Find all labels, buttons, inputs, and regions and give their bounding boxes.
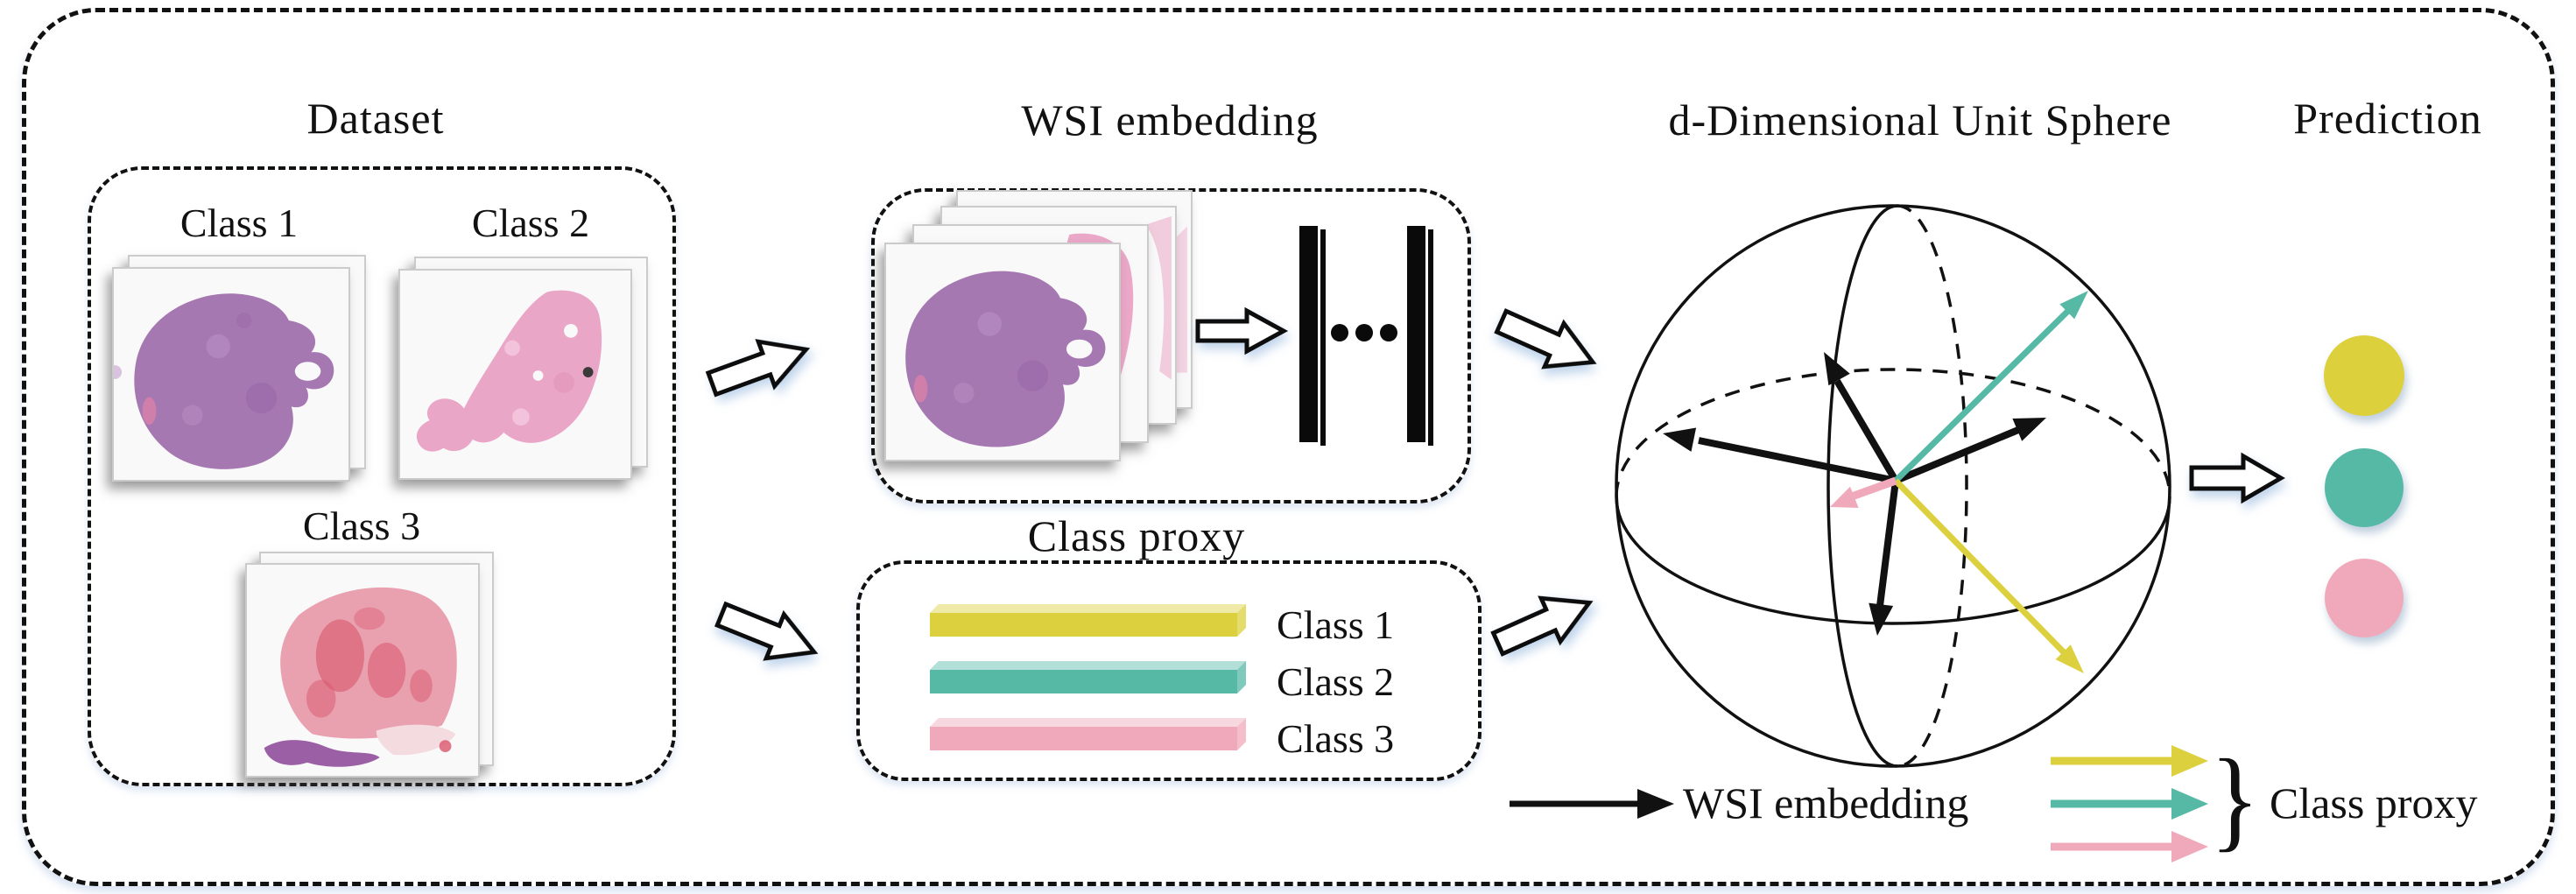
class-proxy-title: Class proxy <box>1027 511 1246 560</box>
dataset-box <box>88 166 676 786</box>
unit-sphere <box>1615 204 2171 768</box>
flow-arrow-dataset-to-proxy <box>714 601 819 661</box>
proxy-class3-label: Class 3 <box>1277 716 1395 761</box>
flow-arrow-embedding-to-sphere <box>1494 308 1597 370</box>
class1-prediction-dot <box>2324 335 2404 416</box>
prediction-title: Prediction <box>2293 94 2482 143</box>
class3-prediction-dot <box>2325 559 2404 637</box>
unit-sphere-title: d-Dimensional Unit Sphere <box>1668 95 2172 144</box>
wsi-front-tissue-image <box>905 271 1106 447</box>
equator-front <box>1615 496 2171 625</box>
dataset-title: Dataset <box>306 94 445 143</box>
legend-brace: } <box>2210 736 2260 862</box>
legend-class3-arrow-icon <box>2051 831 2208 862</box>
wsi-page3-tissue <box>1145 215 1172 380</box>
class-proxy-box <box>856 560 1482 781</box>
legend-wsi-arrow-icon <box>1510 789 1674 819</box>
dataset-class2-label: Class 2 <box>471 201 590 245</box>
meridian-back <box>1897 204 1968 768</box>
class1-tissue-image <box>114 293 334 469</box>
class2-proxy-vector <box>1893 291 2088 483</box>
embedding-vector-bars <box>1299 226 1433 446</box>
proxy-bar-class1 <box>930 604 1246 637</box>
legend-class-proxy-label: Class proxy <box>2270 778 2478 827</box>
wsi-embedding-vectors <box>1663 352 2046 636</box>
equator-back <box>1615 368 2171 497</box>
class2-slide <box>398 269 632 480</box>
class1-slide <box>112 267 350 482</box>
flow-arrow-sphere-to-prediction <box>2189 452 2285 504</box>
class3-proxy-vector <box>1830 476 1897 508</box>
ellipsis-dots-icon <box>1331 324 1397 341</box>
legend-wsi-embedding-label: WSI embedding <box>1683 778 1969 827</box>
proxy-class1-label: Class 1 <box>1277 602 1395 647</box>
class1-proxy-vector <box>1893 478 2084 673</box>
class2-tissue-image <box>416 290 602 452</box>
wsi-embedding-title: WSI embedding <box>1021 95 1319 144</box>
legend-class2-arrow-icon <box>2051 788 2208 820</box>
meridian-front <box>1826 204 1898 768</box>
proxy-bar-class2 <box>930 661 1246 693</box>
proxy-class2-label: Class 2 <box>1277 659 1395 704</box>
flow-arrow-dataset-to-embedding <box>705 339 811 398</box>
wsi-stack-front <box>884 243 1121 461</box>
legend-class1-arrow-icon <box>2051 745 2208 777</box>
class3-tissue-image <box>264 587 457 767</box>
proxy-bar-class3 <box>930 718 1246 750</box>
dataset-class1-label: Class 1 <box>179 201 299 245</box>
embedding-small-arrow <box>1195 306 1289 355</box>
outer-dashed-border <box>22 8 2555 886</box>
flow-arrow-proxy-to-sphere <box>1490 595 1594 657</box>
prediction-circles <box>2324 335 2404 637</box>
class2-prediction-dot <box>2325 448 2404 527</box>
dataset-class3-label: Class 3 <box>302 503 421 548</box>
class3-slide <box>245 563 480 778</box>
